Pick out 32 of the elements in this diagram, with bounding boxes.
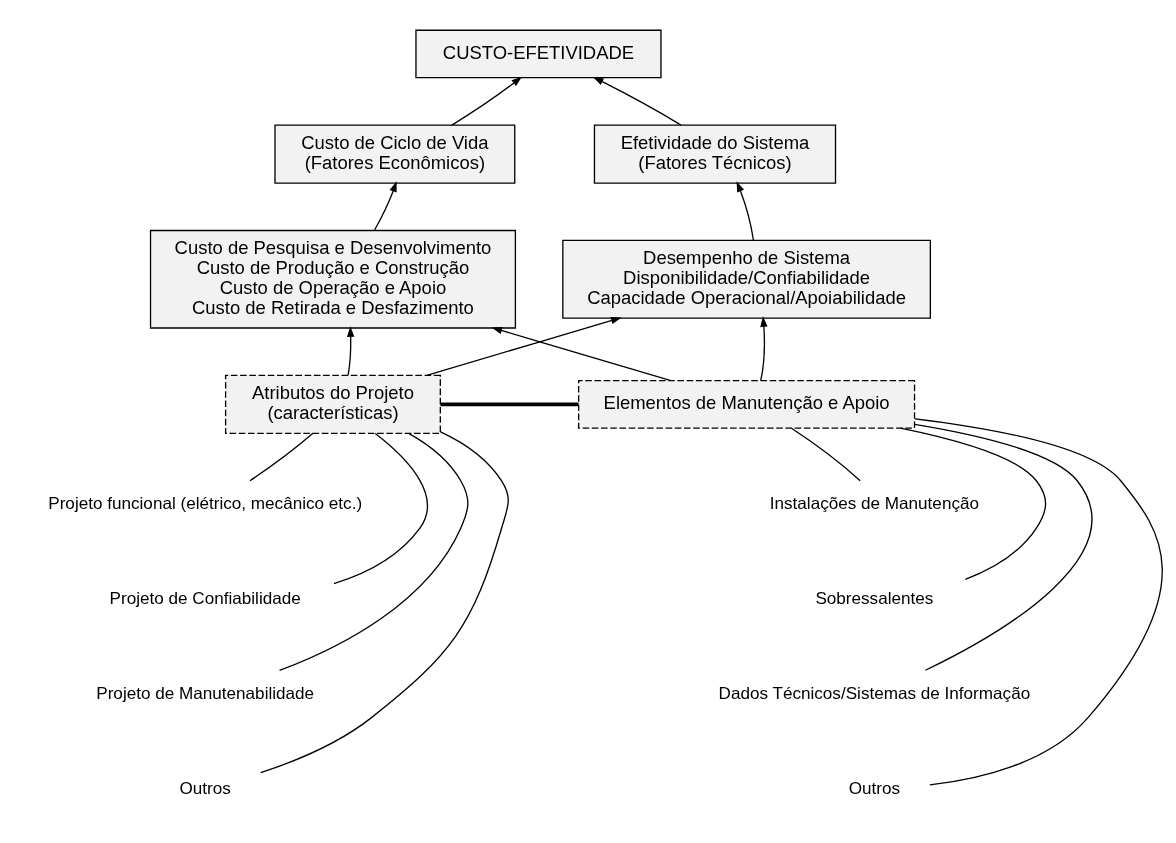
- arrow: [347, 326, 355, 376]
- node-text: Instalações de Manutenção: [769, 493, 979, 513]
- connector: [914, 418, 1163, 786]
- node-text: Sobressalentes: [815, 588, 934, 608]
- connector: [899, 427, 1047, 581]
- connector: [440, 402, 579, 407]
- node-box: Efetividade do Sistema (Fatores Técnicos): [593, 124, 837, 184]
- arrow: [426, 317, 622, 376]
- connector: [790, 427, 861, 482]
- node-text: Dados Técnicos/Sistemas de Informação: [718, 683, 1031, 703]
- node-box: Desempenho de Sistema Disponibilidade/Confiabilidade Capacidade Operacional/Apoiabilidade: [562, 239, 931, 319]
- node-box: Custo de Pesquisa e Desenvolvimento Custo de Produção e Construção Custo de Operação e Apoio Custo de Retirada e Desfazimento: [149, 229, 517, 329]
- node-box: CUSTO-EFETIVIDADE: [415, 29, 662, 79]
- node-box: Custo de Ciclo de Vida (Fatores Econômicos): [274, 124, 516, 184]
- node-text: Outros: [848, 778, 901, 798]
- node-text: Outros: [179, 778, 231, 798]
- arrow: [760, 316, 768, 382]
- connector: [260, 431, 509, 774]
- connector: [333, 432, 429, 585]
- connector: [249, 432, 314, 482]
- node-box: Atributos do Projeto (características): [224, 374, 441, 435]
- connector: [278, 432, 469, 672]
- node-box: Elementos de Manutenção e Apoio: [578, 380, 916, 429]
- arrow: [491, 326, 672, 382]
- connector: [913, 423, 1093, 671]
- node-text: Projeto de Confiabilidade: [109, 588, 301, 608]
- node-text: Projeto de Manutenabilidade: [96, 683, 315, 703]
- arrow: [736, 181, 755, 241]
- arrow: [451, 76, 522, 126]
- arrow: [373, 181, 397, 231]
- node-text: Projeto funcional (elétrico, mecânico etc.): [48, 493, 363, 513]
- arrow: [592, 77, 682, 126]
